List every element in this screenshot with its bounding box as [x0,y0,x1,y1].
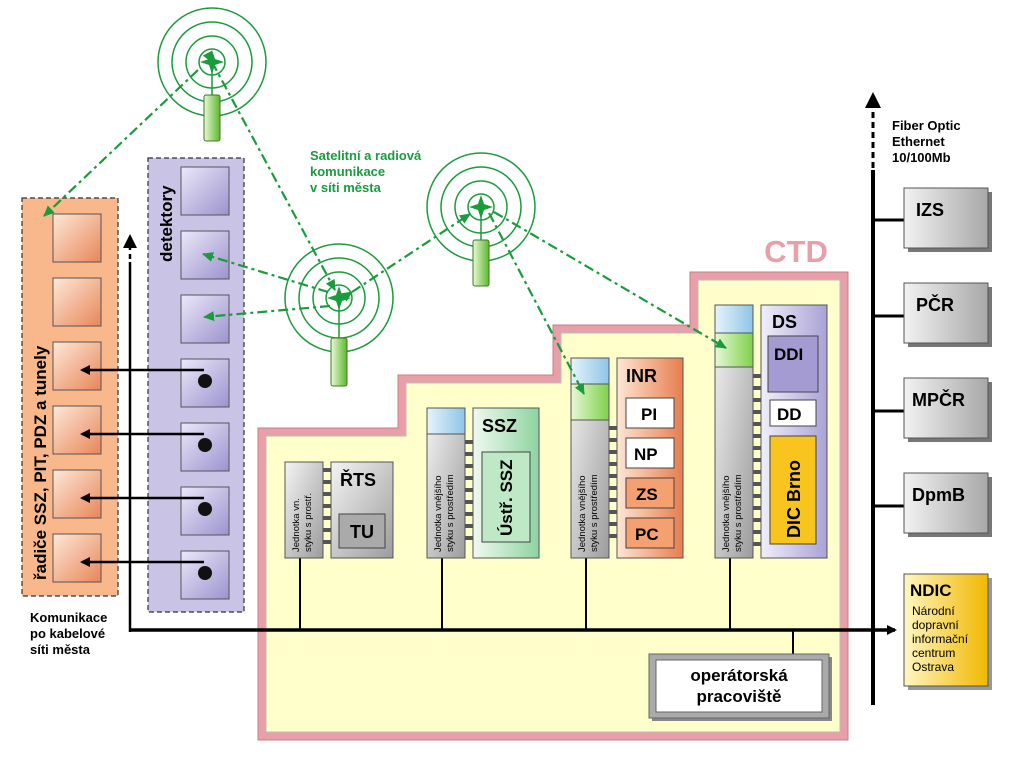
svg-text:Jednotka vnějšího: Jednotka vnějšího [721,475,732,552]
detector-dots [198,374,212,580]
controller-box [52,213,102,263]
controller-box [52,341,102,391]
rts-tu: TU [350,522,374,542]
fiber-arrow-icon [865,92,881,108]
controller-boxes [52,213,102,583]
unit-ssz: Jednotka vnějšího styku s prostředím SSZ… [426,407,540,559]
svg-text:10/100Mb: 10/100Mb [892,150,951,165]
cable-links [80,234,204,632]
svg-text:Satelitní a radiová: Satelitní a radiová [310,148,422,163]
ndic-line: centrum [912,646,955,660]
external-pcr: PČR [916,294,954,315]
controller-box [52,469,102,519]
inr-title: INR [626,366,657,386]
ds-ddi: DDI [774,345,803,364]
ctd-label: CTD [764,234,828,269]
external-izs: IZS [916,200,944,220]
svg-text:Jednotka vn.: Jednotka vn. [291,498,302,552]
svg-text:styku s prostř.: styku s prostř. [303,493,314,552]
unit-rts: Jednotka vn. styku s prostř. ŘTS TU [284,461,394,559]
rts-title: ŘTS [340,469,376,490]
antenna-middle [284,243,394,387]
svg-text:pracoviště: pracoviště [696,687,781,706]
svg-text:komunikace: komunikace [310,164,385,179]
svg-text:po kabelové: po kabelové [30,626,105,641]
ndic-line: dopravní [912,618,959,632]
cable-label: Komunikace po kabelové síti města [30,610,107,657]
operator-workstation: operátorská pracoviště [648,653,832,721]
fiber-backbone [871,110,904,705]
antenna-right [426,152,536,287]
external-systems: IZS PČR MPČR DpmB [903,187,992,537]
svg-text:operátorská: operátorská [690,666,788,685]
ctd-area: CTD [257,234,849,741]
detectors-group: detektory [147,157,245,613]
ndic-line: Národní [912,604,955,618]
ssz-ustr: Ústř. SSZ [497,459,516,536]
controllers-label: řadiče SSZ, PIT, PDZ a tunely [31,345,50,580]
controller-box [52,533,102,583]
bus-drops [299,552,794,655]
controller-box [52,405,102,455]
svg-text:Jednotka vnějšího: Jednotka vnějšího [577,475,588,552]
svg-text:Komunikace: Komunikace [30,610,107,625]
detectors-label: detektory [157,185,176,262]
ndic-line: Ostrava [912,660,954,674]
inr-np: NP [634,445,658,464]
svg-text:Jednotka vnějšího: Jednotka vnějšího [433,475,444,552]
ssz-title: SSZ [482,416,517,436]
unit-inr: Jednotka vnějšího styku s prostředím INR… [570,357,684,559]
signal-icon [469,195,493,219]
signal-icon [327,286,351,310]
ds-title: DS [772,312,797,332]
ndic-line: informační [912,632,969,646]
svg-text:v síti města: v síti města [310,180,382,195]
svg-text:Fiber Optic: Fiber Optic [892,118,961,133]
inr-pc: PC [635,525,659,544]
svg-text:styku s prostředím: styku s prostředím [589,474,600,552]
ds-dd: DD [777,405,802,424]
ndic-box: NDIC Národní dopravní informační centrum… [903,573,992,690]
detector-box [180,294,230,344]
unit-ds: Jednotka vnějšího styku s prostředím DS … [714,304,828,559]
svg-text:síti města: síti města [30,642,91,657]
inr-pi: PI [641,405,657,424]
fiber-label: Fiber Optic Ethernet 10/100Mb [892,118,961,165]
detector-box [180,166,230,216]
inr-zs: ZS [636,485,658,504]
antenna-top [157,7,267,142]
svg-text:styku s prostředím: styku s prostředím [733,474,744,552]
svg-text:styku s prostředím: styku s prostředím [445,474,456,552]
external-mpcr: MPČR [912,389,965,410]
controller-box [52,277,102,327]
ndic-title: NDIC [910,581,952,600]
wireless-links [43,50,727,395]
external-dpmb: DpmB [912,485,965,505]
satellite-label: Satelitní a radiová komunikace v síti mě… [310,148,422,195]
ds-dic: DIC Brno [784,460,804,538]
controllers-group: řadiče SSZ, PIT, PDZ a tunely [21,197,119,597]
svg-text:Ethernet: Ethernet [892,134,945,149]
